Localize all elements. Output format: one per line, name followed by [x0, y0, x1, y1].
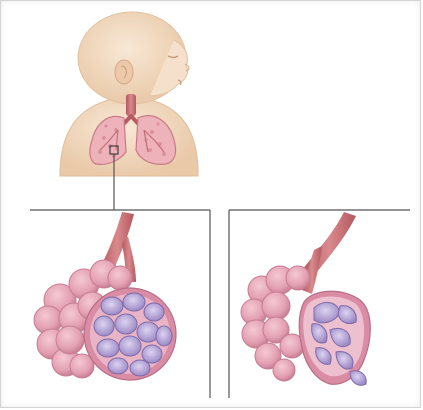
collapsed-alveolar-sac — [241, 212, 370, 385]
normal-alveolar-sac — [34, 212, 176, 380]
infant-ear — [115, 60, 133, 84]
